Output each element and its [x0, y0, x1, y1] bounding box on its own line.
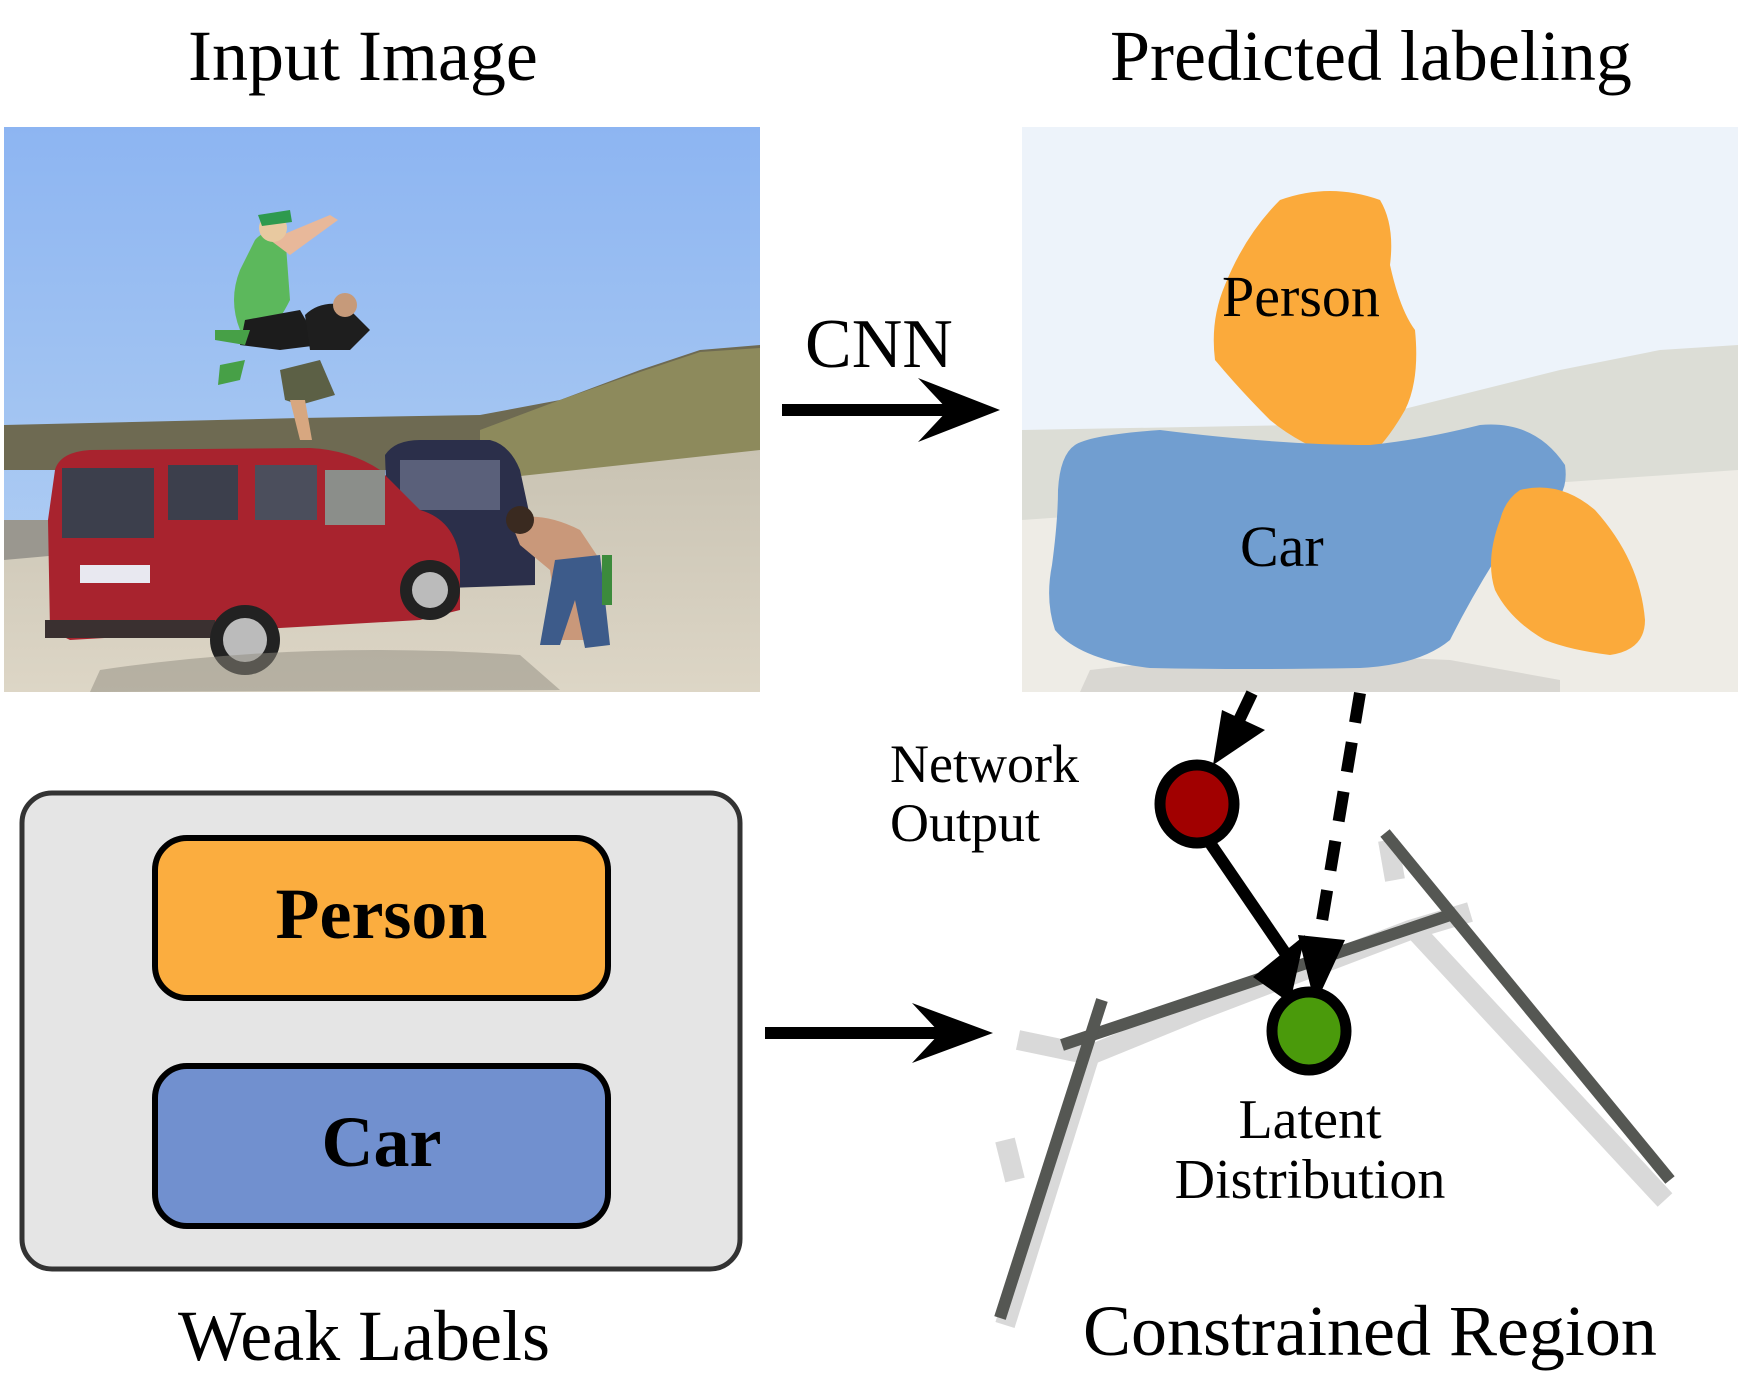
predicted-person-label: Person — [1222, 264, 1380, 329]
cnn-label: CNN — [805, 306, 953, 383]
cnn-arrow — [782, 378, 1000, 442]
prediction-to-latent-dashed-arrow — [1298, 692, 1366, 1005]
network-output-line1: Network — [890, 734, 1079, 794]
network-output-label: Network Output — [890, 734, 1079, 854]
weak-labels-arrow — [765, 1003, 993, 1063]
constraint-lines — [994, 829, 1675, 1320]
input-image-title: Input Image — [188, 16, 538, 96]
predicted-labeling-title: Predicted labeling — [1110, 16, 1632, 96]
output-to-latent-arrow — [1203, 836, 1305, 1003]
person-region-2 — [1491, 487, 1645, 655]
constraint-shadow — [995, 838, 1673, 1328]
latent-distribution-label: Latent Distribution — [1090, 1090, 1530, 1211]
predicted-labeling-panel — [1022, 127, 1738, 692]
weak-label-person: Person — [275, 874, 488, 954]
network-output-node — [1154, 759, 1240, 849]
latent-line1: Latent — [1238, 1089, 1382, 1151]
latent-distribution-node — [1266, 986, 1352, 1076]
weak-labels-title: Weak Labels — [178, 1296, 551, 1376]
prediction-to-output-arrow — [1213, 690, 1265, 765]
constrained-region-title: Constrained Region — [1083, 1291, 1657, 1371]
network-output-line2: Output — [890, 793, 1041, 854]
predicted-car-label: Car — [1240, 514, 1324, 579]
latent-line2: Distribution — [1174, 1149, 1446, 1212]
weak-label-car: Car — [321, 1102, 442, 1182]
weak-labels-panel — [19, 790, 743, 1272]
